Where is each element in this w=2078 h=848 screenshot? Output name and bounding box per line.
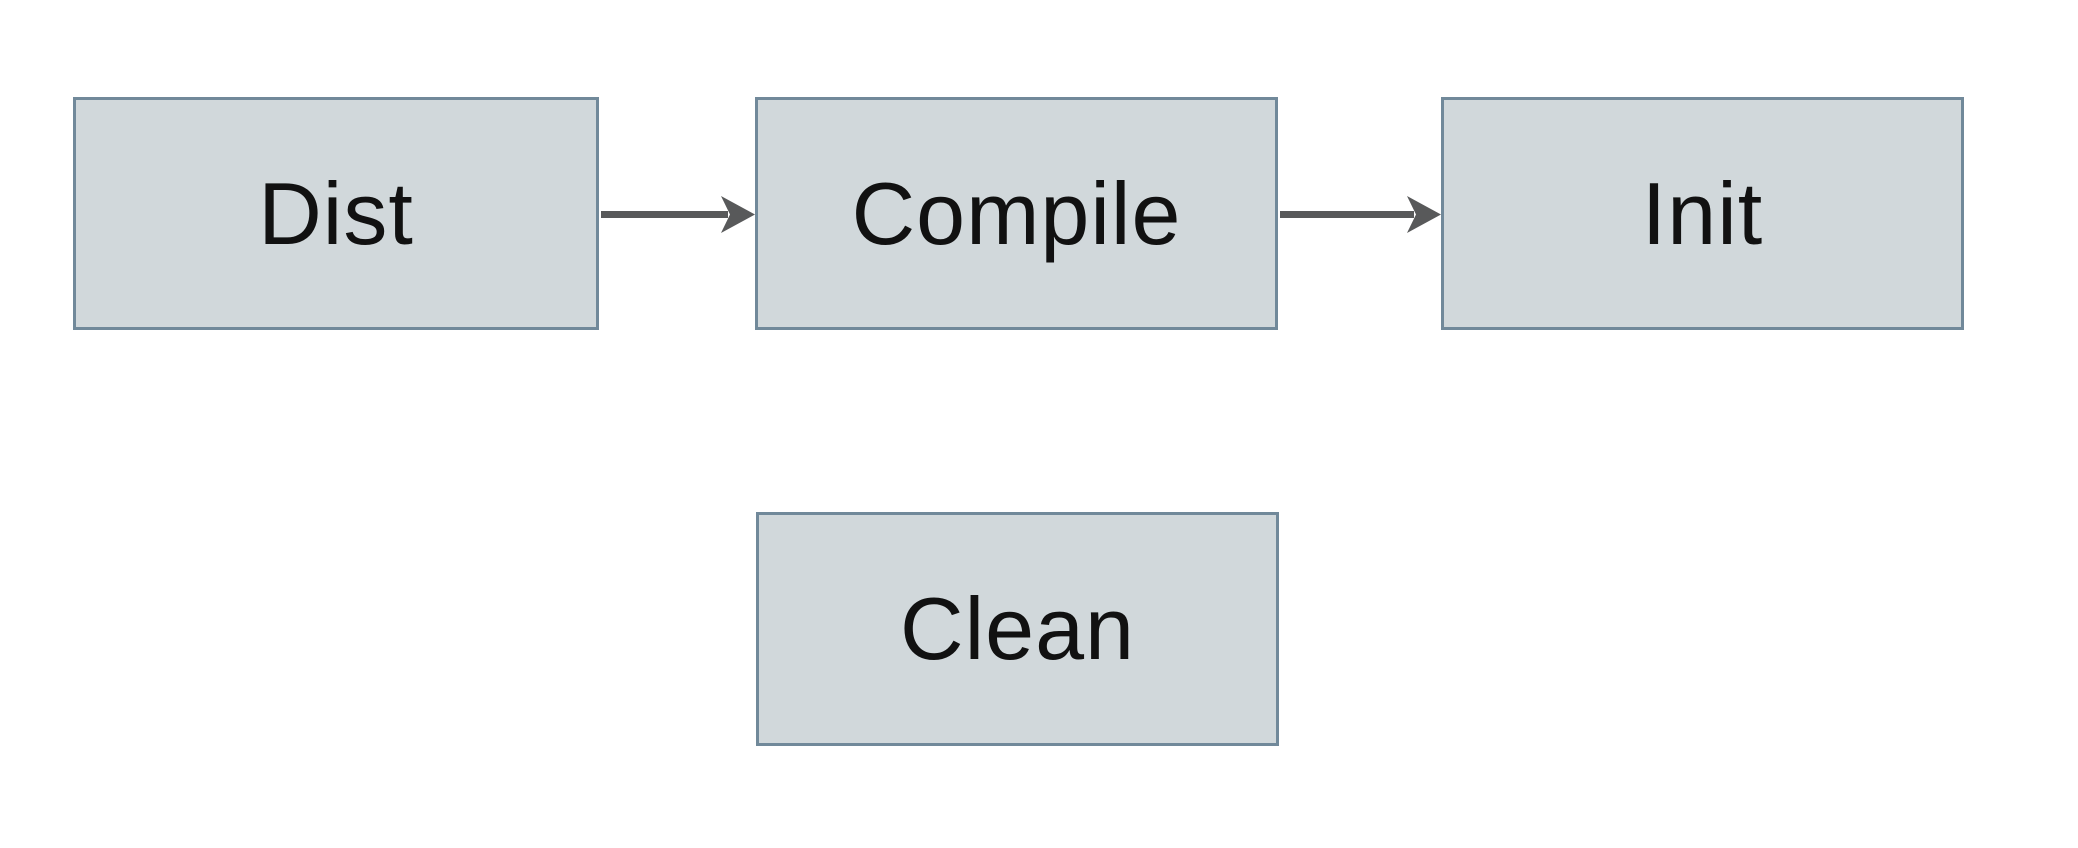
node-compile-label: Compile (851, 163, 1182, 263)
node-init: Init (1441, 97, 1964, 330)
arrow-head-icon (721, 196, 755, 233)
node-dist-label: Dist (258, 163, 414, 263)
node-compile: Compile (755, 97, 1278, 330)
node-clean-label: Clean (900, 579, 1135, 678)
arrow-compile-to-init (1280, 196, 1441, 233)
arrow-head-icon (1407, 196, 1441, 233)
node-clean: Clean (756, 512, 1279, 746)
node-dist: Dist (73, 97, 599, 330)
node-init-label: Init (1641, 163, 1764, 263)
arrow-dist-to-compile (601, 196, 755, 233)
